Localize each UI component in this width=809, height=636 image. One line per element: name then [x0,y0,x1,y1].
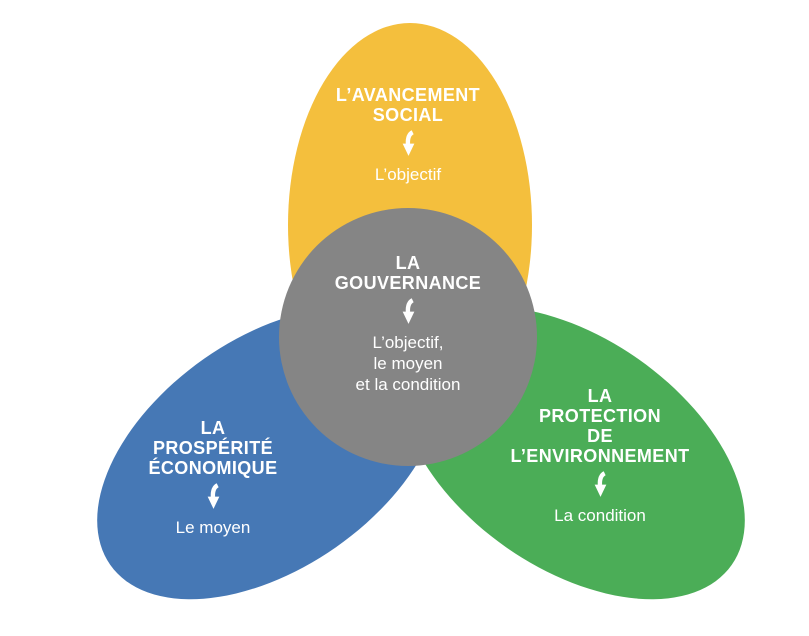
governance-caption: L’objectif, le moyen et la condition [355,333,461,394]
curved-down-arrow-icon [207,483,219,509]
curved-down-arrow-icon [594,471,606,497]
social-advancement-label: L’AVANCEMENT SOCIAL L’objectif [278,85,538,185]
economic-prosperity-caption: Le moyen [175,518,251,537]
governance-label: LA GOUVERNANCE L’objectif, le moyen et l… [278,253,538,395]
economic-prosperity-label: LA PROSPÉRITÉ ÉCONOMIQUE Le moyen [83,418,343,538]
social-advancement-heading: L’AVANCEMENT SOCIAL [335,85,481,125]
environment-protection-heading: LA PROTECTION DE L’ENVIRONNEMENT [510,386,690,466]
environment-protection-caption: La condition [554,506,646,525]
economic-prosperity-heading: LA PROSPÉRITÉ ÉCONOMIQUE [148,418,278,478]
curved-down-arrow-icon [402,130,414,156]
governance-heading: LA GOUVERNANCE [334,253,482,293]
environment-protection-label: LA PROTECTION DE L’ENVIRONNEMENT La cond… [470,386,730,526]
social-advancement-caption: L’objectif [374,165,442,184]
curved-down-arrow-icon [402,298,414,324]
governance-circle [279,208,537,466]
